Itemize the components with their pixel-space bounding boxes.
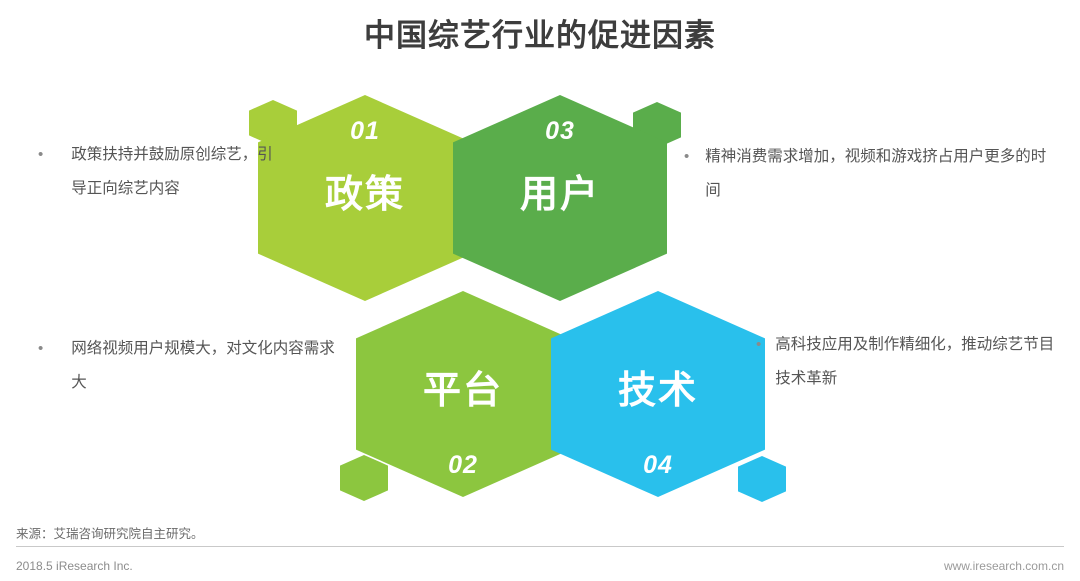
hexagon-user[interactable]: 03 用户 — [453, 95, 667, 301]
bullet-icon: • — [38, 340, 44, 357]
callout-platform-text: 网络视频用户规模大，对文化内容需求大 — [71, 340, 335, 391]
callout-tech: • 高科技应用及制作精细化，推动综艺节目技术革新 — [756, 328, 1056, 396]
hexagon-policy-label: 政策 — [324, 174, 405, 216]
decorative-hexagon-bottom-right — [738, 456, 786, 502]
callout-user-text: 精神消费需求增加，视频和游戏挤占用户更多的时间 — [705, 148, 1047, 199]
hexagon-tech-label: 技术 — [617, 370, 698, 412]
bullet-icon: • — [756, 336, 762, 353]
source-note: 来源：艾瑞咨询研究院自主研究。 — [16, 527, 204, 541]
hexagon-user-number: 03 — [545, 117, 575, 145]
hexagon-policy-number: 01 — [350, 117, 380, 145]
decorative-hexagon-bottom-left — [340, 455, 388, 501]
hexagon-platform-label: 平台 — [422, 370, 503, 412]
bullet-icon: • — [38, 146, 44, 163]
footer-website: www.iresearch.com.cn — [943, 559, 1064, 573]
callout-policy-text: 政策扶持并鼓励原创综艺，引导正向综艺内容 — [71, 146, 273, 197]
callout-policy: • 政策扶持并鼓励原创综艺，引导正向综艺内容 — [38, 138, 288, 206]
hexagon-tech-number: 04 — [643, 451, 673, 479]
hexagon-platform-number: 02 — [448, 451, 478, 479]
hexagon-platform[interactable]: 平台 02 — [356, 291, 570, 497]
callout-tech-text: 高科技应用及制作精细化，推动综艺节目技术革新 — [775, 336, 1055, 387]
hexagon-tech[interactable]: 技术 04 — [551, 291, 765, 497]
footer-copyright: 2018.5 iResearch Inc. — [16, 559, 133, 573]
callout-platform: • 网络视频用户规模大，对文化内容需求大 — [38, 332, 348, 400]
page-title: 中国综艺行业的促进因素 — [364, 18, 716, 53]
hexagon-policy[interactable]: 01 政策 — [258, 95, 472, 301]
hexagon-user-label: 用户 — [519, 174, 600, 216]
bullet-icon: • — [684, 148, 690, 165]
footer-divider — [16, 546, 1064, 547]
callout-user: • 精神消费需求增加，视频和游戏挤占用户更多的时间 — [684, 140, 1052, 208]
